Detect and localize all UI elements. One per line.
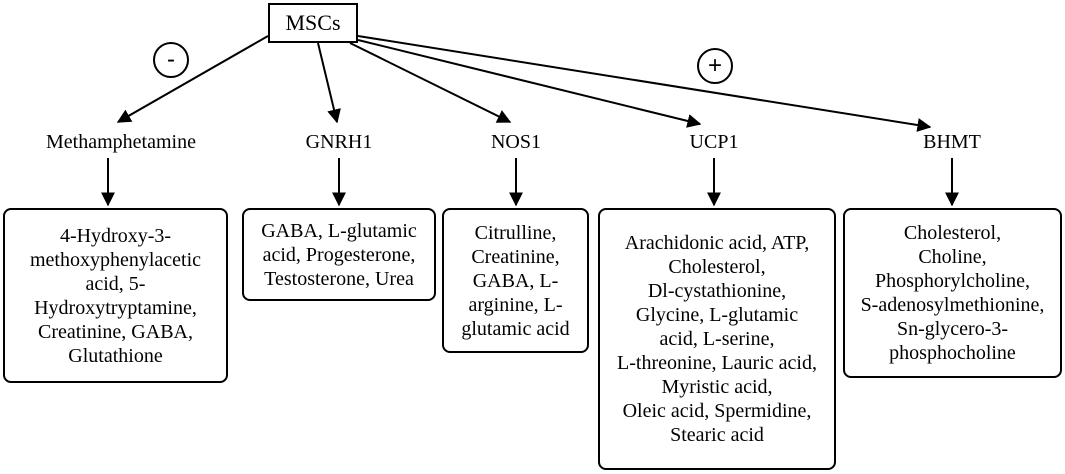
arrow-msc-to-bhmt bbox=[357, 35, 932, 132]
metabolite-line: Cholesterol, bbox=[903, 222, 1002, 244]
metabolite-line: Glycine, L-glutamic bbox=[635, 304, 799, 326]
metabolite-line: phosphocholine bbox=[889, 342, 1016, 364]
metabolite-box-methamphetamine: 4-Hydroxy-3- methoxyphenylacetic acid, 5… bbox=[3, 208, 228, 383]
metabolite-line: Choline, bbox=[918, 246, 987, 268]
negative-regulation-sign: - bbox=[153, 42, 189, 78]
arrow-msc-to-nos1 bbox=[349, 42, 512, 123]
metabolite-line: Myristic acid, bbox=[661, 376, 773, 398]
metabolite-line: acid, 5- bbox=[85, 272, 146, 295]
target-methamphetamine: Methamphetamine bbox=[46, 131, 196, 153]
metabolite-line: Creatinine, bbox=[471, 245, 560, 268]
plus-icon: + bbox=[707, 52, 722, 79]
metabolite-line: Cholesterol, bbox=[668, 256, 766, 278]
metabolite-line: L-threonine, Lauric acid, bbox=[617, 352, 817, 374]
metabolite-line: Arachidonic acid, ATP, bbox=[624, 232, 810, 254]
arrow-msc-to-ucp1 bbox=[357, 39, 702, 128]
metabolite-line: Oleic acid, Spermidine, bbox=[622, 400, 812, 422]
minus-icon: - bbox=[167, 46, 175, 73]
metabolite-box-bhmt: Cholesterol, Choline, Phosphorylcholine,… bbox=[843, 208, 1062, 378]
metabolite-line: acid, L-serine, bbox=[659, 328, 775, 350]
metabolite-line: glutamic acid bbox=[461, 317, 570, 340]
metabolite-line: arginine, L- bbox=[468, 293, 563, 316]
arrow-msc-to-methamphetamine bbox=[116, 35, 269, 123]
metabolite-line: GABA, L- bbox=[472, 269, 559, 292]
arrow-msc-to-gnrh1 bbox=[317, 42, 341, 124]
metabolite-box-nos1: Citrulline, Creatinine, GABA, L- arginin… bbox=[442, 208, 589, 353]
metabolite-line: Glutathione bbox=[68, 344, 163, 367]
metabolite-line: Sn-glycero-3- bbox=[896, 318, 1009, 340]
metabolite-line: Citrulline, bbox=[474, 221, 557, 244]
positive-regulation-sign: + bbox=[697, 48, 733, 84]
metabolite-line: Stearic acid bbox=[670, 424, 764, 446]
metabolite-box-gnrh1: GABA, L-glutamic acid, Progesterone, Tes… bbox=[242, 208, 436, 301]
target-bhmt: BHMT bbox=[923, 131, 981, 153]
msc-node: MSCs bbox=[268, 3, 358, 43]
target-nos1: NOS1 bbox=[490, 131, 542, 153]
metabolite-line: Creatinine, GABA, bbox=[38, 320, 193, 343]
metabolite-line: Testosterone, Urea bbox=[264, 267, 414, 290]
metabolite-line: GABA, L-glutamic bbox=[261, 219, 417, 242]
target-ucp1: UCP1 bbox=[689, 131, 739, 153]
metabolite-line: methoxyphenylacetic bbox=[29, 248, 202, 271]
metabolite-line: S-adenosylmethionine, bbox=[860, 294, 1045, 316]
msc-label: MSCs bbox=[285, 10, 341, 35]
metabolite-line: Phosphorylcholine, bbox=[874, 270, 1030, 292]
target-gnrh1: GNRH1 bbox=[305, 131, 373, 153]
metabolite-line: Hydroxytryptamine, bbox=[34, 296, 197, 319]
metabolite-line: acid, Progesterone, bbox=[262, 243, 416, 266]
metabolite-box-ucp1: Arachidonic acid, ATP, Cholesterol, Dl-c… bbox=[598, 208, 836, 470]
metabolite-line: Dl-cystathionine, bbox=[647, 280, 787, 302]
metabolite-line: 4-Hydroxy-3- bbox=[59, 224, 172, 247]
